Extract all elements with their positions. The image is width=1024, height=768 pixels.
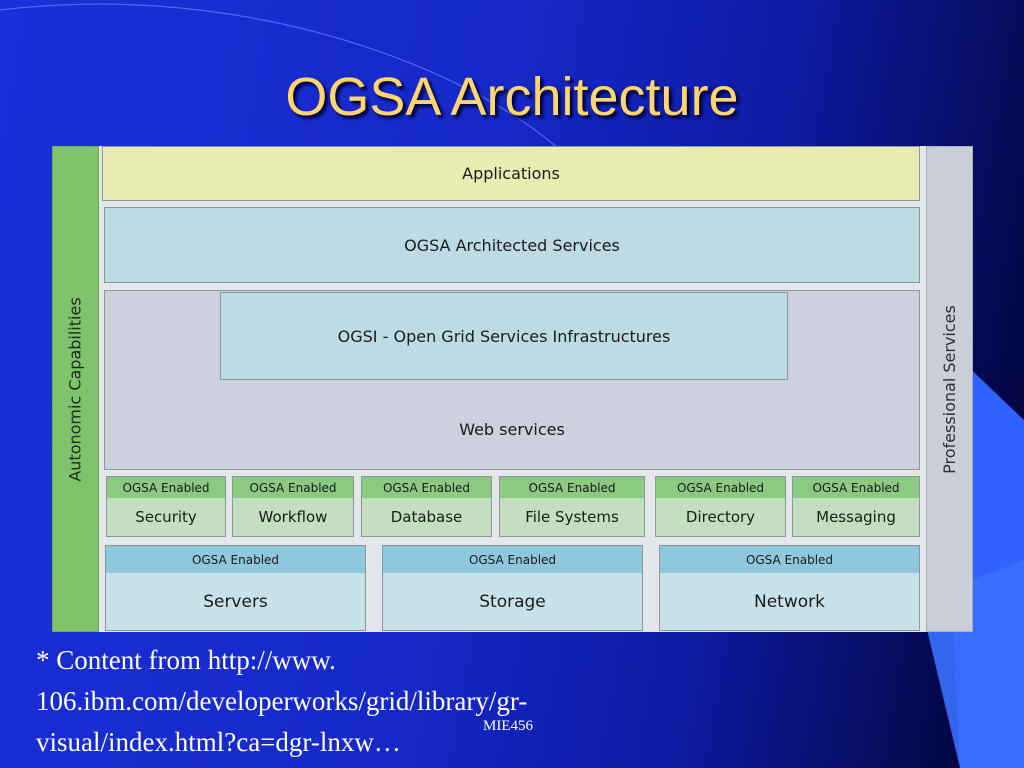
- resource-servers: OGSA Enabled Servers: [105, 545, 366, 631]
- architected-services-label: OGSA Architected Services: [404, 235, 620, 255]
- architected-services-layer: OGSA Architected Services: [104, 207, 920, 283]
- service-label: Database: [390, 508, 463, 526]
- source-footnote: * Content from http://www. 106.ibm.com/d…: [36, 645, 528, 757]
- service-label: Security: [135, 508, 197, 526]
- professional-services-bar: Professional Services: [926, 146, 973, 632]
- autonomic-capabilities-label: Autonomic Capabilities: [66, 296, 86, 482]
- slide-title: OGSA Architecture: [285, 67, 739, 127]
- service-database: OGSA Enabled Database: [361, 476, 492, 537]
- resource-label: Network: [754, 591, 825, 612]
- service-workflow: OGSA Enabled Workflow: [232, 476, 354, 537]
- service-file-systems: OGSA Enabled File Systems: [499, 476, 645, 537]
- professional-services-label: Professional Services: [940, 304, 959, 474]
- ogsa-enabled-tag: OGSA Enabled: [656, 477, 785, 498]
- course-label: MIE456: [483, 718, 533, 734]
- ogsa-enabled-tag: OGSA Enabled: [233, 477, 353, 498]
- service-messaging: OGSA Enabled Messaging: [792, 476, 920, 537]
- ogsi-label: OGSI - Open Grid Services Infrastructure…: [337, 326, 671, 346]
- service-label: File Systems: [525, 508, 619, 526]
- service-label: Workflow: [258, 508, 328, 526]
- resource-storage: OGSA Enabled Storage: [382, 545, 643, 631]
- ogsa-enabled-tag: OGSA Enabled: [107, 477, 225, 498]
- applications-label: Applications: [462, 164, 560, 183]
- service-security: OGSA Enabled Security: [106, 476, 226, 537]
- service-label: Messaging: [816, 508, 896, 526]
- ogsa-enabled-tag: OGSA Enabled: [106, 546, 365, 573]
- resource-network: OGSA Enabled Network: [659, 545, 920, 631]
- resource-label: Servers: [203, 591, 268, 612]
- web-services-label: Web services: [459, 420, 565, 439]
- service-directory: OGSA Enabled Directory: [655, 476, 786, 537]
- applications-layer: Applications: [102, 146, 920, 201]
- ogsa-enabled-tag: OGSA Enabled: [793, 477, 919, 498]
- ogsi-layer: OGSI - Open Grid Services Infrastructure…: [220, 292, 788, 380]
- resource-label: Storage: [479, 591, 546, 612]
- autonomic-capabilities-bar: Autonomic Capabilities: [52, 146, 99, 632]
- service-label: Directory: [685, 508, 756, 526]
- ogsa-enabled-tag: OGSA Enabled: [383, 546, 642, 573]
- ogsa-enabled-tag: OGSA Enabled: [500, 477, 644, 498]
- ogsa-enabled-tag: OGSA Enabled: [362, 477, 491, 498]
- ogsa-architecture-diagram: Autonomic Capabilities Professional Serv…: [52, 146, 973, 632]
- ogsa-enabled-tag: OGSA Enabled: [660, 546, 919, 573]
